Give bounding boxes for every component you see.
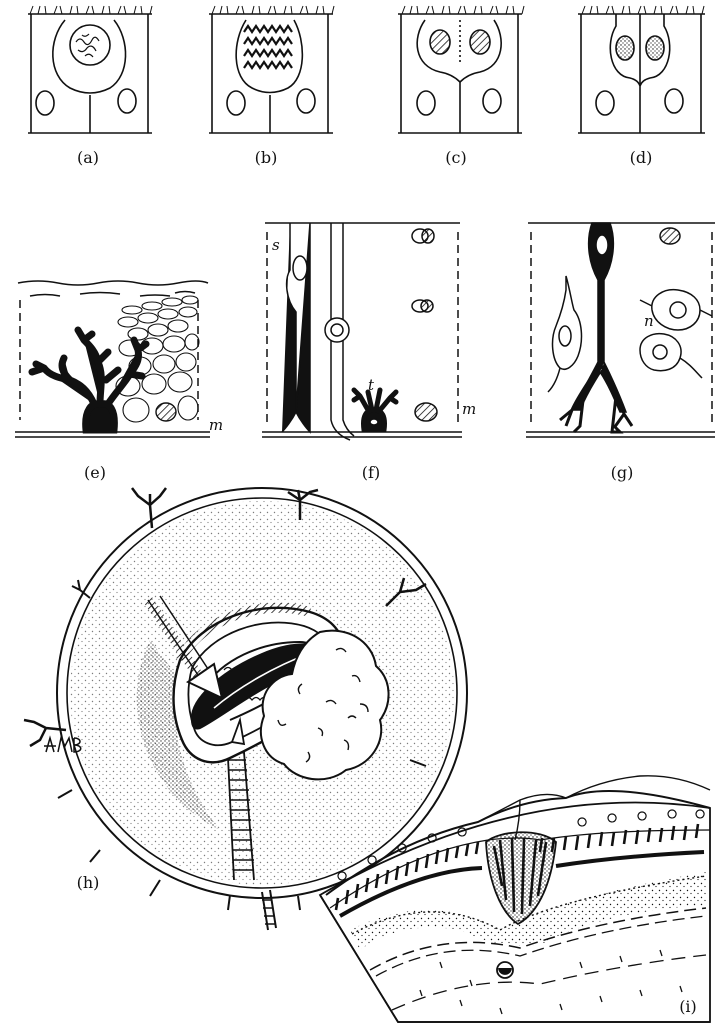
panel-g-label: (g) — [611, 463, 634, 482]
panel-e-label: (e) — [84, 463, 106, 482]
panel-f-t-label: t — [368, 376, 375, 394]
panel-a — [28, 6, 152, 133]
panel-g-n-label: n — [644, 312, 654, 330]
panel-g — [526, 223, 715, 437]
panel-e — [15, 281, 210, 437]
panel-f-m-label: m — [462, 400, 476, 418]
panel-f — [262, 223, 462, 440]
panel-f-s-label: s — [272, 236, 280, 254]
panel-d-label: (d) — [630, 148, 653, 167]
nucleus-a — [70, 25, 110, 65]
panel-c-label: (c) — [445, 148, 466, 167]
panel-b — [209, 6, 334, 133]
panel-d — [578, 6, 705, 133]
panel-h-label: (h) — [77, 873, 100, 892]
panel-c — [398, 6, 524, 133]
chromosomes-b — [244, 26, 292, 68]
panel-e-m-label: m — [209, 416, 223, 434]
panel-a-label: (a) — [77, 148, 99, 167]
panel-f-label: (f) — [362, 463, 380, 482]
panel-b-label: (b) — [255, 148, 278, 167]
panel-i-label: (i) — [679, 997, 697, 1016]
